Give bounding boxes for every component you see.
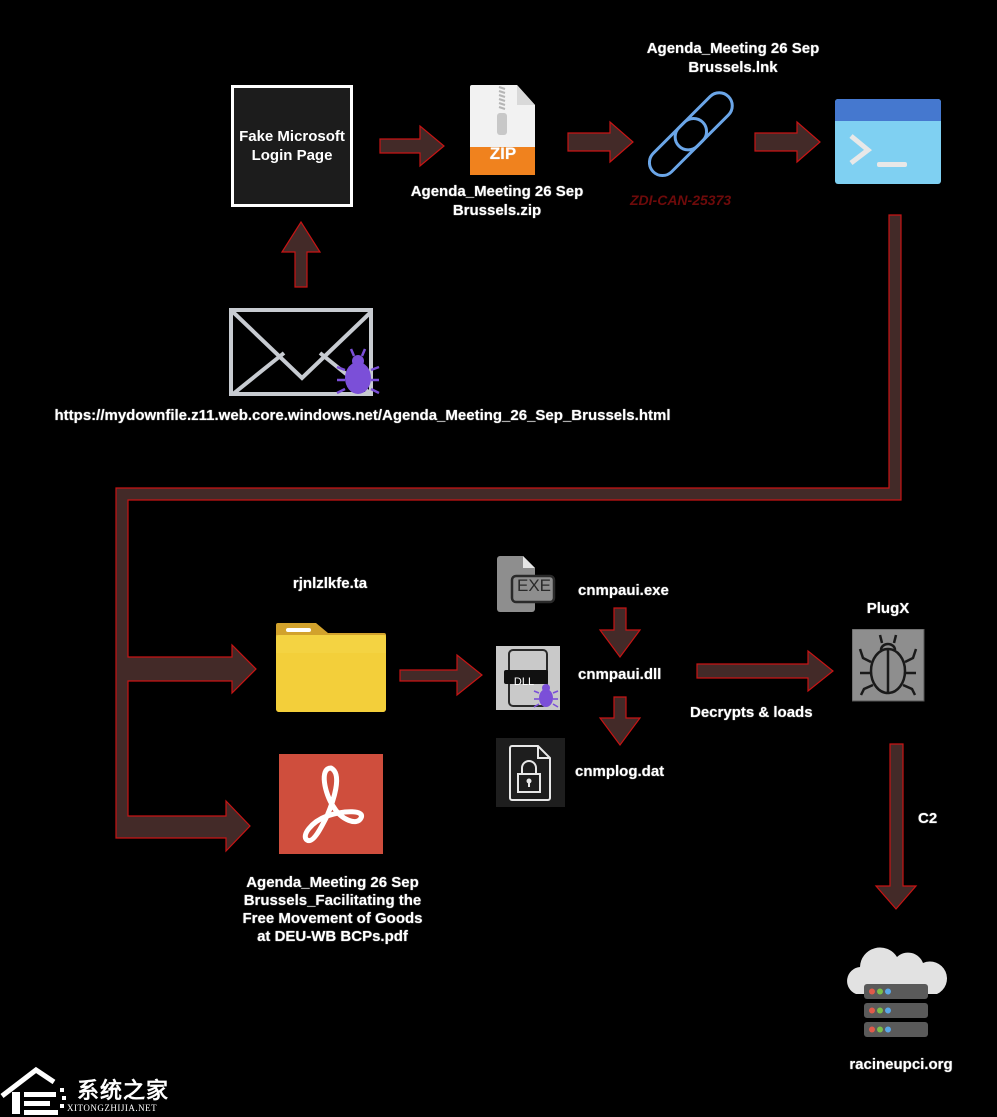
arrow-zip-to-lnk [567, 120, 634, 164]
plugx-label: PlugX [866, 600, 910, 617]
arrow-email-to-login [280, 220, 322, 288]
link-chain-icon [648, 91, 734, 178]
zip-file-icon [470, 85, 535, 175]
powershell-terminal-icon [835, 99, 941, 184]
arrow-folder-to-dll [399, 653, 483, 697]
arrow-login-to-zip [379, 124, 445, 168]
exe-file-icon [497, 556, 556, 612]
connector-powershell-to-stage2 [115, 214, 902, 853]
zip-label-line2: Brussels.zip [452, 202, 542, 219]
pdf-label-line4: at DEU-WB BCPs.pdf [257, 928, 408, 945]
dll-bug-badge [533, 684, 559, 708]
email-with-bug-icon [229, 308, 380, 396]
pdf-label-line2: Brussels_Facilitating the [243, 892, 422, 909]
fake-login-page-label: Fake Microsoft Login Page [239, 128, 345, 164]
arrow-exe-to-dll [598, 607, 642, 659]
watermark-brand-cn: 系统之家 [77, 1078, 170, 1103]
arrow-lnk-to-powershell [754, 120, 821, 164]
edge-label-decrypts-loads: Decrypts & loads [690, 704, 813, 721]
bug-badge-icon [336, 348, 380, 395]
dll-file-with-bug-icon [496, 646, 560, 710]
exe-label: cnmpaui.exe [578, 582, 669, 599]
pdf-label-line3: Free Movement of Goods [242, 910, 423, 927]
c2-domain-label: racineupci.org [849, 1056, 953, 1073]
dll-label: cnmpaui.dll [578, 666, 662, 683]
lnk-label-line1: Agenda_Meeting 26 Sep [646, 40, 820, 57]
house-logo-icon [0, 1066, 66, 1115]
folder-label: rjnlzlkfe.ta [292, 575, 368, 592]
pdf-icon [279, 754, 383, 854]
plugx-bug-icon [852, 629, 925, 702]
lnk-label-line2: Brussels.lnk [688, 59, 778, 76]
arrow-plugx-to-c2 [874, 743, 918, 910]
arrow-dll-to-dat [598, 696, 642, 747]
arrow-dll-to-plugx [696, 649, 834, 693]
dat-label: cnmplog.dat [575, 763, 665, 780]
fake-login-page-node: Fake Microsoft Login Page [231, 85, 353, 207]
email-url-label: https://mydownfile.z11.web.core.windows.… [54, 407, 671, 424]
zip-label-line1: Agenda_Meeting 26 Sep [410, 183, 584, 200]
pdf-label-line1: Agenda_Meeting 26 Sep [246, 874, 419, 891]
dll-badge: DLL [513, 676, 535, 688]
watermark-brand-en: XITONGZHIJIA.NET [67, 1103, 158, 1113]
cloud-server-icon [847, 947, 947, 1037]
edge-label-c2: C2 [918, 810, 938, 827]
exe-badge: EXE [516, 576, 552, 595]
watermark: 系统之家 XITONGZHIJIA.NET [0, 1066, 200, 1117]
zip-badge: ZIP [489, 144, 517, 163]
vuln-id-label: ZDI-CAN-25373 [630, 192, 732, 208]
folder-icon [276, 623, 386, 712]
locked-file-icon [496, 738, 565, 807]
